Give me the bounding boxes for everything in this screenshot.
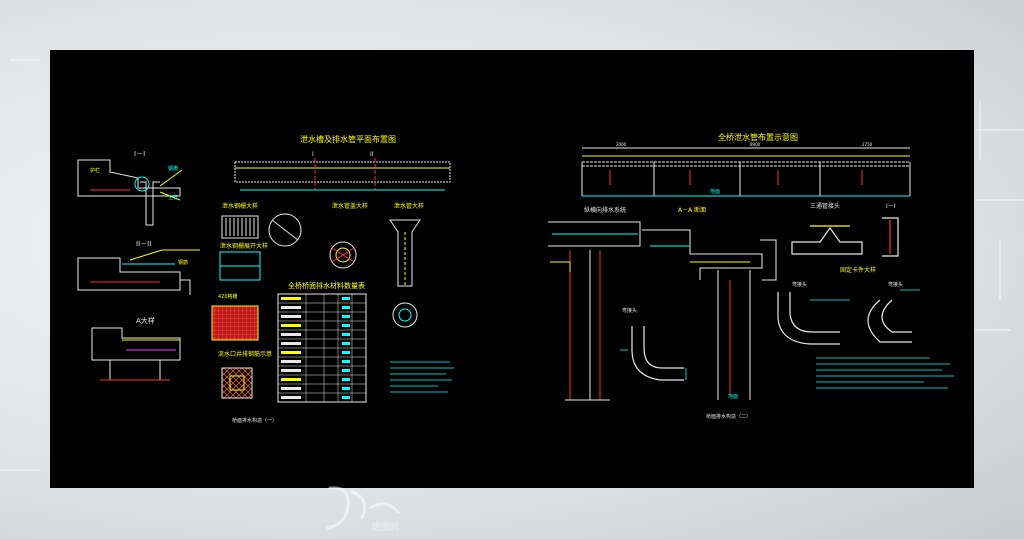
watermark-logo: 昵图网 [326,486,400,533]
table-cell-mark [342,306,350,309]
label-sec1-note: 护栏 [90,167,100,174]
red-grate-grid [211,305,259,341]
elevation-drawing [581,147,911,197]
sheet2-caption: 桥面排水构造（二） [706,413,751,420]
table-cell-mark [281,306,301,309]
table-cell-mark [342,351,350,354]
table-cell-mark [281,351,301,354]
label-outlet: 泄水管大样 [394,202,424,210]
label-fixed: 固定卡件大样 [840,266,876,274]
label-outlet-plan: 流水口井排钢筋示意 [218,350,272,358]
table-cell-mark [281,369,301,372]
label-sec1-pipe: 主管 [168,194,178,201]
material-table [277,293,367,403]
table-cell-mark [281,360,301,363]
table-cell-mark [342,387,350,390]
section-aa-drawing [642,229,777,400]
notes-block-2 [816,357,954,389]
label-section-1: I－I [134,150,145,158]
plan-title: 泄水槽及排水管平面布置图 [300,134,396,144]
sheet1-caption: 桥面排水构造（一） [232,417,277,424]
table-cell-mark [281,315,301,318]
table-cell-mark [342,342,350,345]
table-cell-mark [342,297,350,300]
label-elbow-1: 弯接头 [792,281,807,288]
label-ground-2: 地面 [728,393,738,400]
table-cell-mark [281,396,301,399]
label-elbow-3: 弯接头 [622,307,637,314]
grate-detail-drawing [219,215,261,281]
dim-right: 2750 [862,142,873,147]
watermark-text: 昵图网 [372,522,399,533]
outlet-pipe-drawing [389,219,421,287]
tee-drawing [791,225,863,255]
label-sec1-grate: 钢栅 [168,165,178,172]
label-section-1-s2: I－I [886,203,896,210]
elbow-dims [620,289,920,380]
table-cell-mark [342,360,350,363]
table-cell-mark [342,369,350,372]
table-cell-mark [281,387,301,390]
circle-cover-drawing [268,213,418,328]
section-2-drawing [77,249,200,295]
elbow-pipes [631,292,912,381]
tag-roman-1: I [312,151,314,158]
label-grate-open: 泄水钢栅展开大样 [220,242,268,250]
table-cell-mark [342,315,350,318]
dim-left: 2000 [616,142,627,147]
table-cell-mark [342,396,350,399]
label-sec2-note: 钢筋 [178,259,188,266]
cad-drawing-canvas[interactable]: I－I 护栏 钢栅 主管 II－II 钢筋 A大样 [50,50,974,488]
label-section-2: II－II [136,240,151,248]
label-tee: 三通管接头 [810,202,840,210]
dim-mid: 8900 [750,142,761,147]
label-longitudinal: 纵横向排水系统 [584,206,626,214]
notes-block-1 [390,361,454,393]
table-cell-mark [281,297,301,300]
label-grate-mesh: 420格栅 [218,293,238,300]
label-detail-a: A大样 [136,316,155,325]
label-section-aa: A－A 断面 [678,206,706,214]
table-cell-mark [281,333,301,336]
plan-layout-drawing [234,158,451,191]
label-elbow-2: 弯接头 [888,281,903,288]
table-cell-mark [281,342,301,345]
sheet-2: 全桥泄水管布置示意图 2000 8900 2750 地面 纵横向排水系统 A－A… [548,132,954,420]
cad-drawing: I－I 护栏 钢栅 主管 II－II 钢筋 A大样 [77,132,954,424]
table-cell-mark [342,333,350,336]
detail-a-drawing [91,327,181,381]
label-drain-grate: 泄水钢栅大样 [222,202,258,210]
section-1-s2-drawing [882,217,899,257]
sheet-1: I－I 护栏 钢栅 主管 II－II 钢筋 A大样 [77,134,454,424]
table-cell-mark [342,378,350,381]
table-title: 全桥桥面排水材料数量表 [288,281,365,290]
section-1-drawing [77,159,183,226]
label-ground-top: 地面 [710,188,720,195]
longitudinal-drawing [548,221,641,401]
table-cell-mark [281,378,301,381]
sheet2-title: 全桥泄水管布置示意图 [718,132,798,142]
outlet-plan-drawing [221,367,253,399]
table-cell-mark [281,324,301,327]
tag-roman-2: II [370,151,374,158]
table-cell-mark [342,324,350,327]
label-drain-pipe: 泄水管盖大样 [332,202,368,210]
